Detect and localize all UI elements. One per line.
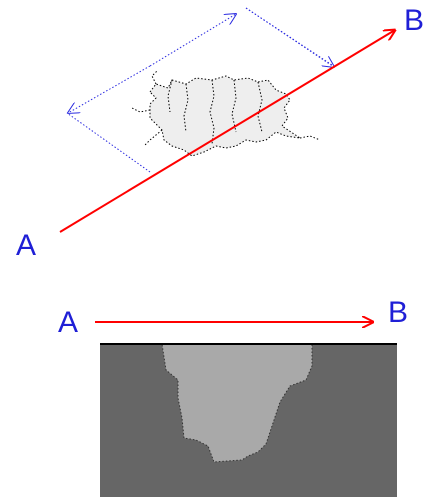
section-line-top (59, 30, 395, 233)
cell-wall (209, 79, 215, 145)
crack (299, 135, 321, 141)
crack (143, 129, 163, 147)
extent-arrow-left (68, 65, 151, 113)
cell-wall (257, 81, 263, 133)
top-view: A B (16, 4, 424, 262)
defect-cavity (161, 343, 313, 463)
cross-section-view: A B (58, 296, 408, 497)
label-a-top: A (16, 229, 36, 262)
extent-arrow-bottom (245, 7, 334, 67)
label-a-cross: A (58, 306, 78, 339)
defect-outline-top (149, 75, 301, 157)
defect-cell-walls (131, 69, 321, 147)
extent-bracket (66, 7, 334, 173)
cell-wall (183, 83, 189, 133)
extent-leg-left (66, 112, 151, 173)
crack (151, 69, 159, 85)
label-b-top: B (404, 4, 424, 37)
crack (131, 107, 151, 113)
extent-arrow-right (149, 14, 236, 67)
label-b-cross: B (388, 296, 408, 329)
